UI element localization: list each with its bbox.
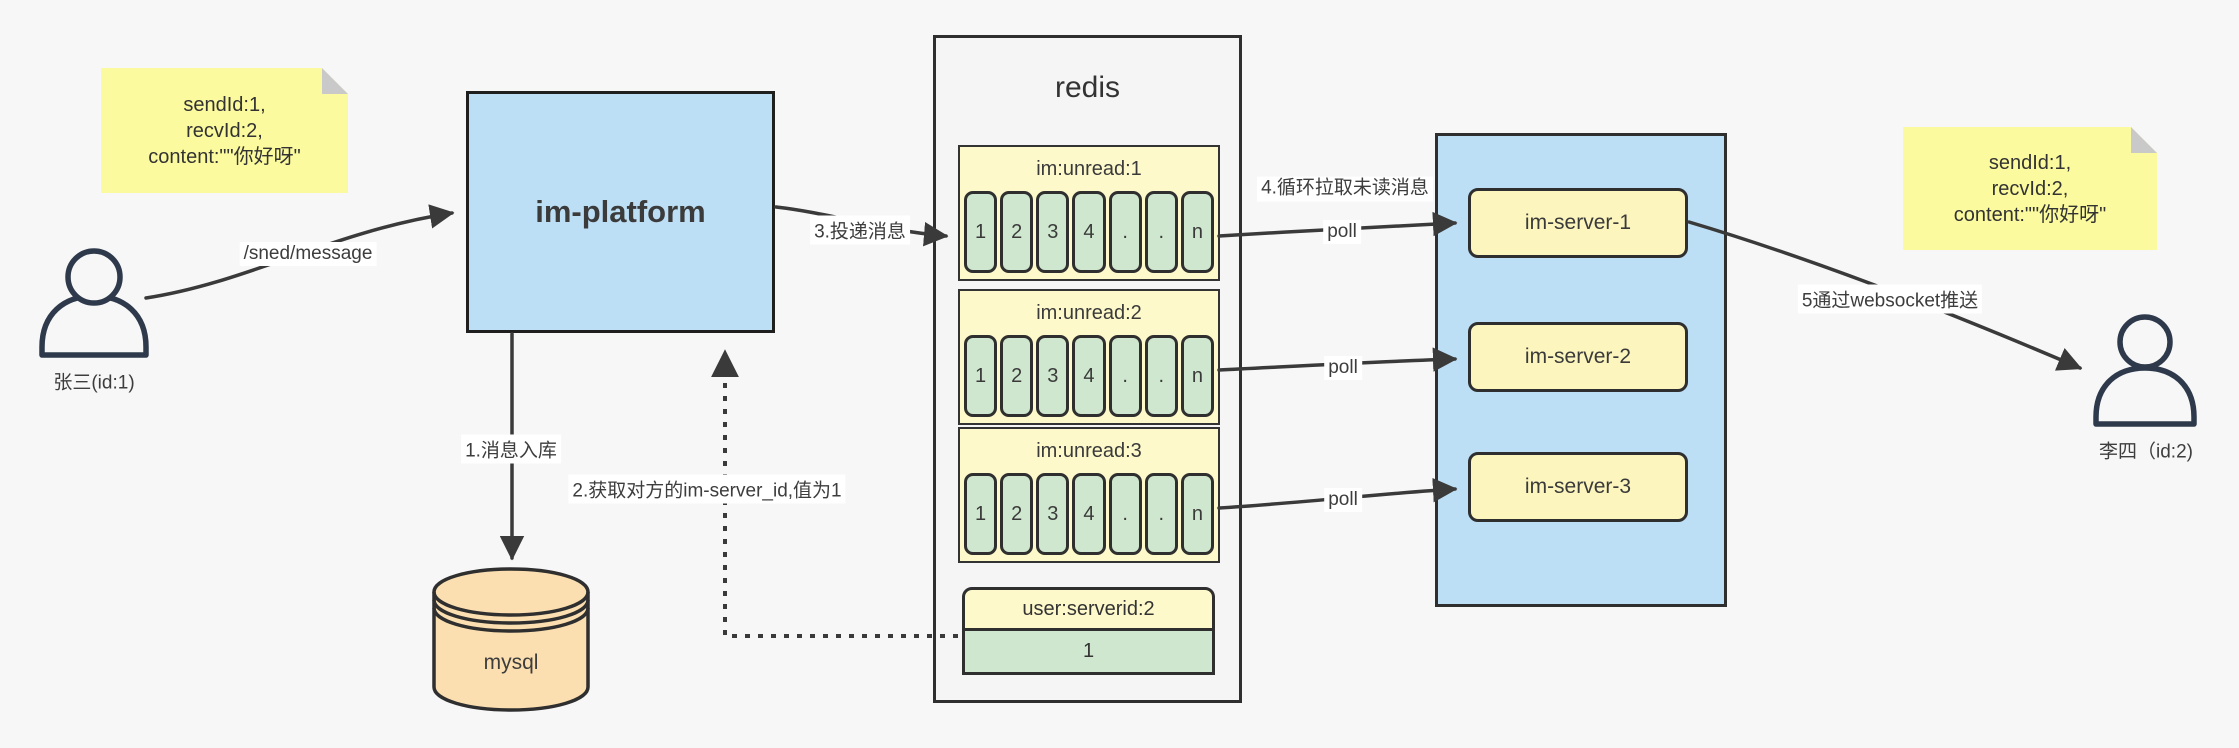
queue-im-unread-1: im:unread:1 1 2 3 4 . . n bbox=[958, 145, 1220, 281]
queue-header: im:unread:2 bbox=[1036, 301, 1142, 324]
sender-label: 张三(id:1) bbox=[53, 372, 135, 394]
queue-cell: 1 bbox=[964, 473, 998, 555]
queue-cell: 4 bbox=[1072, 191, 1106, 273]
step1-label: 1.消息入库 bbox=[461, 434, 561, 464]
queue-header: im:unread:1 bbox=[1036, 157, 1142, 180]
queue-cells: 1 2 3 4 . . n bbox=[960, 191, 1218, 273]
queue-cells: 1 2 3 4 . . n bbox=[960, 473, 1218, 555]
server-label: im-server-1 bbox=[1524, 211, 1632, 234]
note-line: recvId:2, bbox=[186, 119, 263, 142]
queue-cell: . bbox=[1144, 473, 1178, 555]
mysql-cylinder-icon bbox=[432, 567, 590, 712]
queue-cell: n bbox=[1180, 335, 1214, 417]
queue-cells: 1 2 3 4 . . n bbox=[960, 335, 1218, 417]
queue-cell: 1 bbox=[964, 191, 998, 273]
mysql-label: mysql bbox=[483, 651, 539, 674]
note-fold-right bbox=[2131, 127, 2157, 153]
queue-cell: n bbox=[1180, 473, 1214, 555]
queue-header: im:unread:3 bbox=[1036, 439, 1142, 462]
receiver-actor-icon bbox=[2093, 314, 2197, 427]
note-line: content:""你好呀" bbox=[1953, 203, 2107, 226]
queue-cell: . bbox=[1144, 335, 1178, 417]
redis-title: redis bbox=[1054, 71, 1121, 104]
queue-cell: 1 bbox=[964, 335, 998, 417]
im-platform-label: im-platform bbox=[535, 194, 706, 229]
queue-im-unread-2: im:unread:2 1 2 3 4 . . n bbox=[958, 289, 1220, 425]
sender-actor-icon bbox=[39, 248, 149, 358]
queue-cell: . bbox=[1108, 473, 1142, 555]
note-line: sendId:1, bbox=[1988, 151, 2072, 174]
note-fold-left bbox=[322, 68, 348, 94]
queue-cell: . bbox=[1108, 335, 1142, 417]
queue-cell: 3 bbox=[1036, 191, 1070, 273]
queue-cell: . bbox=[1108, 191, 1142, 273]
queue-cell: 2 bbox=[1000, 335, 1034, 417]
queue-cell: 3 bbox=[1036, 335, 1070, 417]
queue-cell: 4 bbox=[1072, 335, 1106, 417]
queue-im-unread-3: im:unread:3 1 2 3 4 . . n bbox=[958, 427, 1220, 563]
poll-label-3: poll bbox=[1324, 488, 1362, 512]
queue-cell: 2 bbox=[1000, 473, 1034, 555]
sticky-note-right: sendId:1, recvId:2, content:""你好呀" bbox=[1903, 127, 2157, 250]
server-box-3: im-server-3 bbox=[1468, 452, 1688, 522]
step4-label: 4.循环拉取未读消息 bbox=[1257, 176, 1433, 202]
send-message-label: /sned/message bbox=[239, 242, 377, 266]
kv-header: user:serverid:2 bbox=[962, 587, 1215, 631]
server-label: im-server-2 bbox=[1524, 345, 1632, 368]
note-line: sendId:1, bbox=[183, 93, 266, 116]
im-platform-box: im-platform bbox=[466, 91, 775, 333]
queue-cell: 4 bbox=[1072, 473, 1106, 555]
note-line: content:""你好呀" bbox=[148, 145, 301, 168]
queue-cell: . bbox=[1144, 191, 1178, 273]
queue-cell: 3 bbox=[1036, 473, 1070, 555]
server-box-2: im-server-2 bbox=[1468, 322, 1688, 392]
queue-cell: n bbox=[1180, 191, 1214, 273]
queue-cell: 2 bbox=[1000, 191, 1034, 273]
step5-label: 5通过websocket推送 bbox=[1797, 284, 1983, 314]
server-box-1: im-server-1 bbox=[1468, 188, 1688, 258]
receiver-label: 李四（id:2) bbox=[2099, 441, 2193, 463]
note-line: recvId:2, bbox=[1991, 177, 2069, 200]
kv-user-serverid: user:serverid:2 1 bbox=[962, 587, 1215, 675]
kv-value: 1 bbox=[962, 631, 1215, 675]
server-label: im-server-3 bbox=[1524, 475, 1632, 498]
step3-label: 3.投递消息 bbox=[810, 215, 910, 245]
sticky-note-left: sendId:1, recvId:2, content:""你好呀" bbox=[101, 68, 348, 193]
poll-label-2: poll bbox=[1324, 356, 1362, 380]
poll-label-1: poll bbox=[1323, 220, 1361, 244]
step2-label: 2.获取对方的im-server_id,值为1 bbox=[568, 474, 846, 504]
